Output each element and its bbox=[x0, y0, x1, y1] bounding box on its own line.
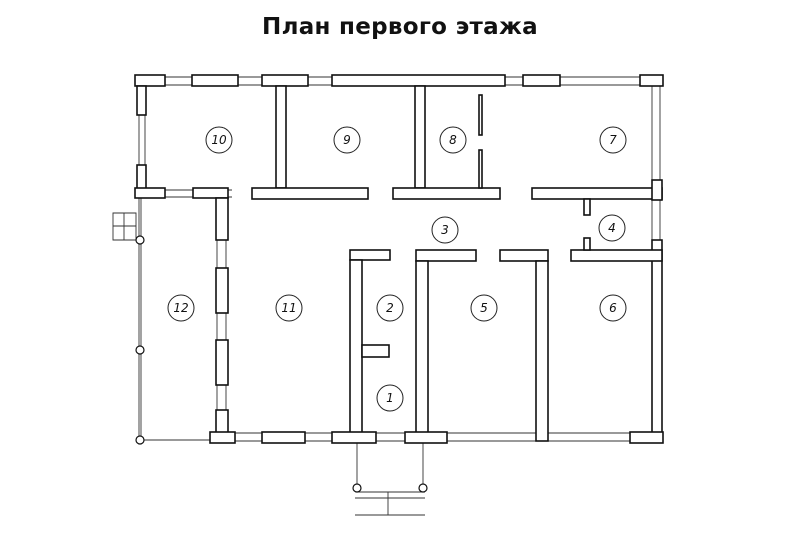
room-number: 12 bbox=[173, 301, 188, 315]
room-number: 6 bbox=[609, 301, 617, 315]
room-label-5: 5 bbox=[470, 294, 498, 322]
columns bbox=[135, 235, 428, 493]
room-number: 7 bbox=[609, 133, 617, 147]
room-number-circle bbox=[599, 126, 627, 154]
room-label-6: 6 bbox=[599, 294, 627, 322]
room-number-circle bbox=[205, 126, 233, 154]
room-number-circle bbox=[439, 126, 467, 154]
room-number: 9 bbox=[343, 133, 351, 147]
room-label-7: 7 bbox=[599, 126, 627, 154]
room-label-1: 1 bbox=[376, 384, 404, 412]
room-label-10: 10 bbox=[205, 126, 233, 154]
room-number-circle bbox=[275, 294, 303, 322]
room-number: 10 bbox=[211, 133, 227, 147]
room-label-8: 8 bbox=[439, 126, 467, 154]
page-title: План первого этажа bbox=[262, 14, 538, 40]
room-number: 4 bbox=[608, 221, 616, 235]
room-number: 3 bbox=[441, 223, 449, 237]
room-label-12: 12 bbox=[167, 294, 195, 322]
room-label-4: 4 bbox=[598, 214, 626, 242]
room-number-circle bbox=[167, 294, 195, 322]
room-number: 2 bbox=[386, 301, 394, 315]
room-number-circle bbox=[598, 214, 626, 242]
room-label-9: 9 bbox=[333, 126, 361, 154]
room-label-3: 3 bbox=[431, 216, 459, 244]
room-number-circle bbox=[333, 126, 361, 154]
room-number-circle bbox=[599, 294, 627, 322]
room-number-circle bbox=[376, 294, 404, 322]
room-number: 1 bbox=[386, 391, 394, 405]
room-number-circle bbox=[470, 294, 498, 322]
room-number: 11 bbox=[281, 301, 296, 315]
room-number: 5 bbox=[480, 301, 488, 315]
walls bbox=[134, 74, 664, 444]
room-label-2: 2 bbox=[376, 294, 404, 322]
room-label-11: 11 bbox=[275, 294, 303, 322]
room-number-circle bbox=[376, 384, 404, 412]
room-number-circle bbox=[431, 216, 459, 244]
room-number: 8 bbox=[449, 133, 457, 147]
